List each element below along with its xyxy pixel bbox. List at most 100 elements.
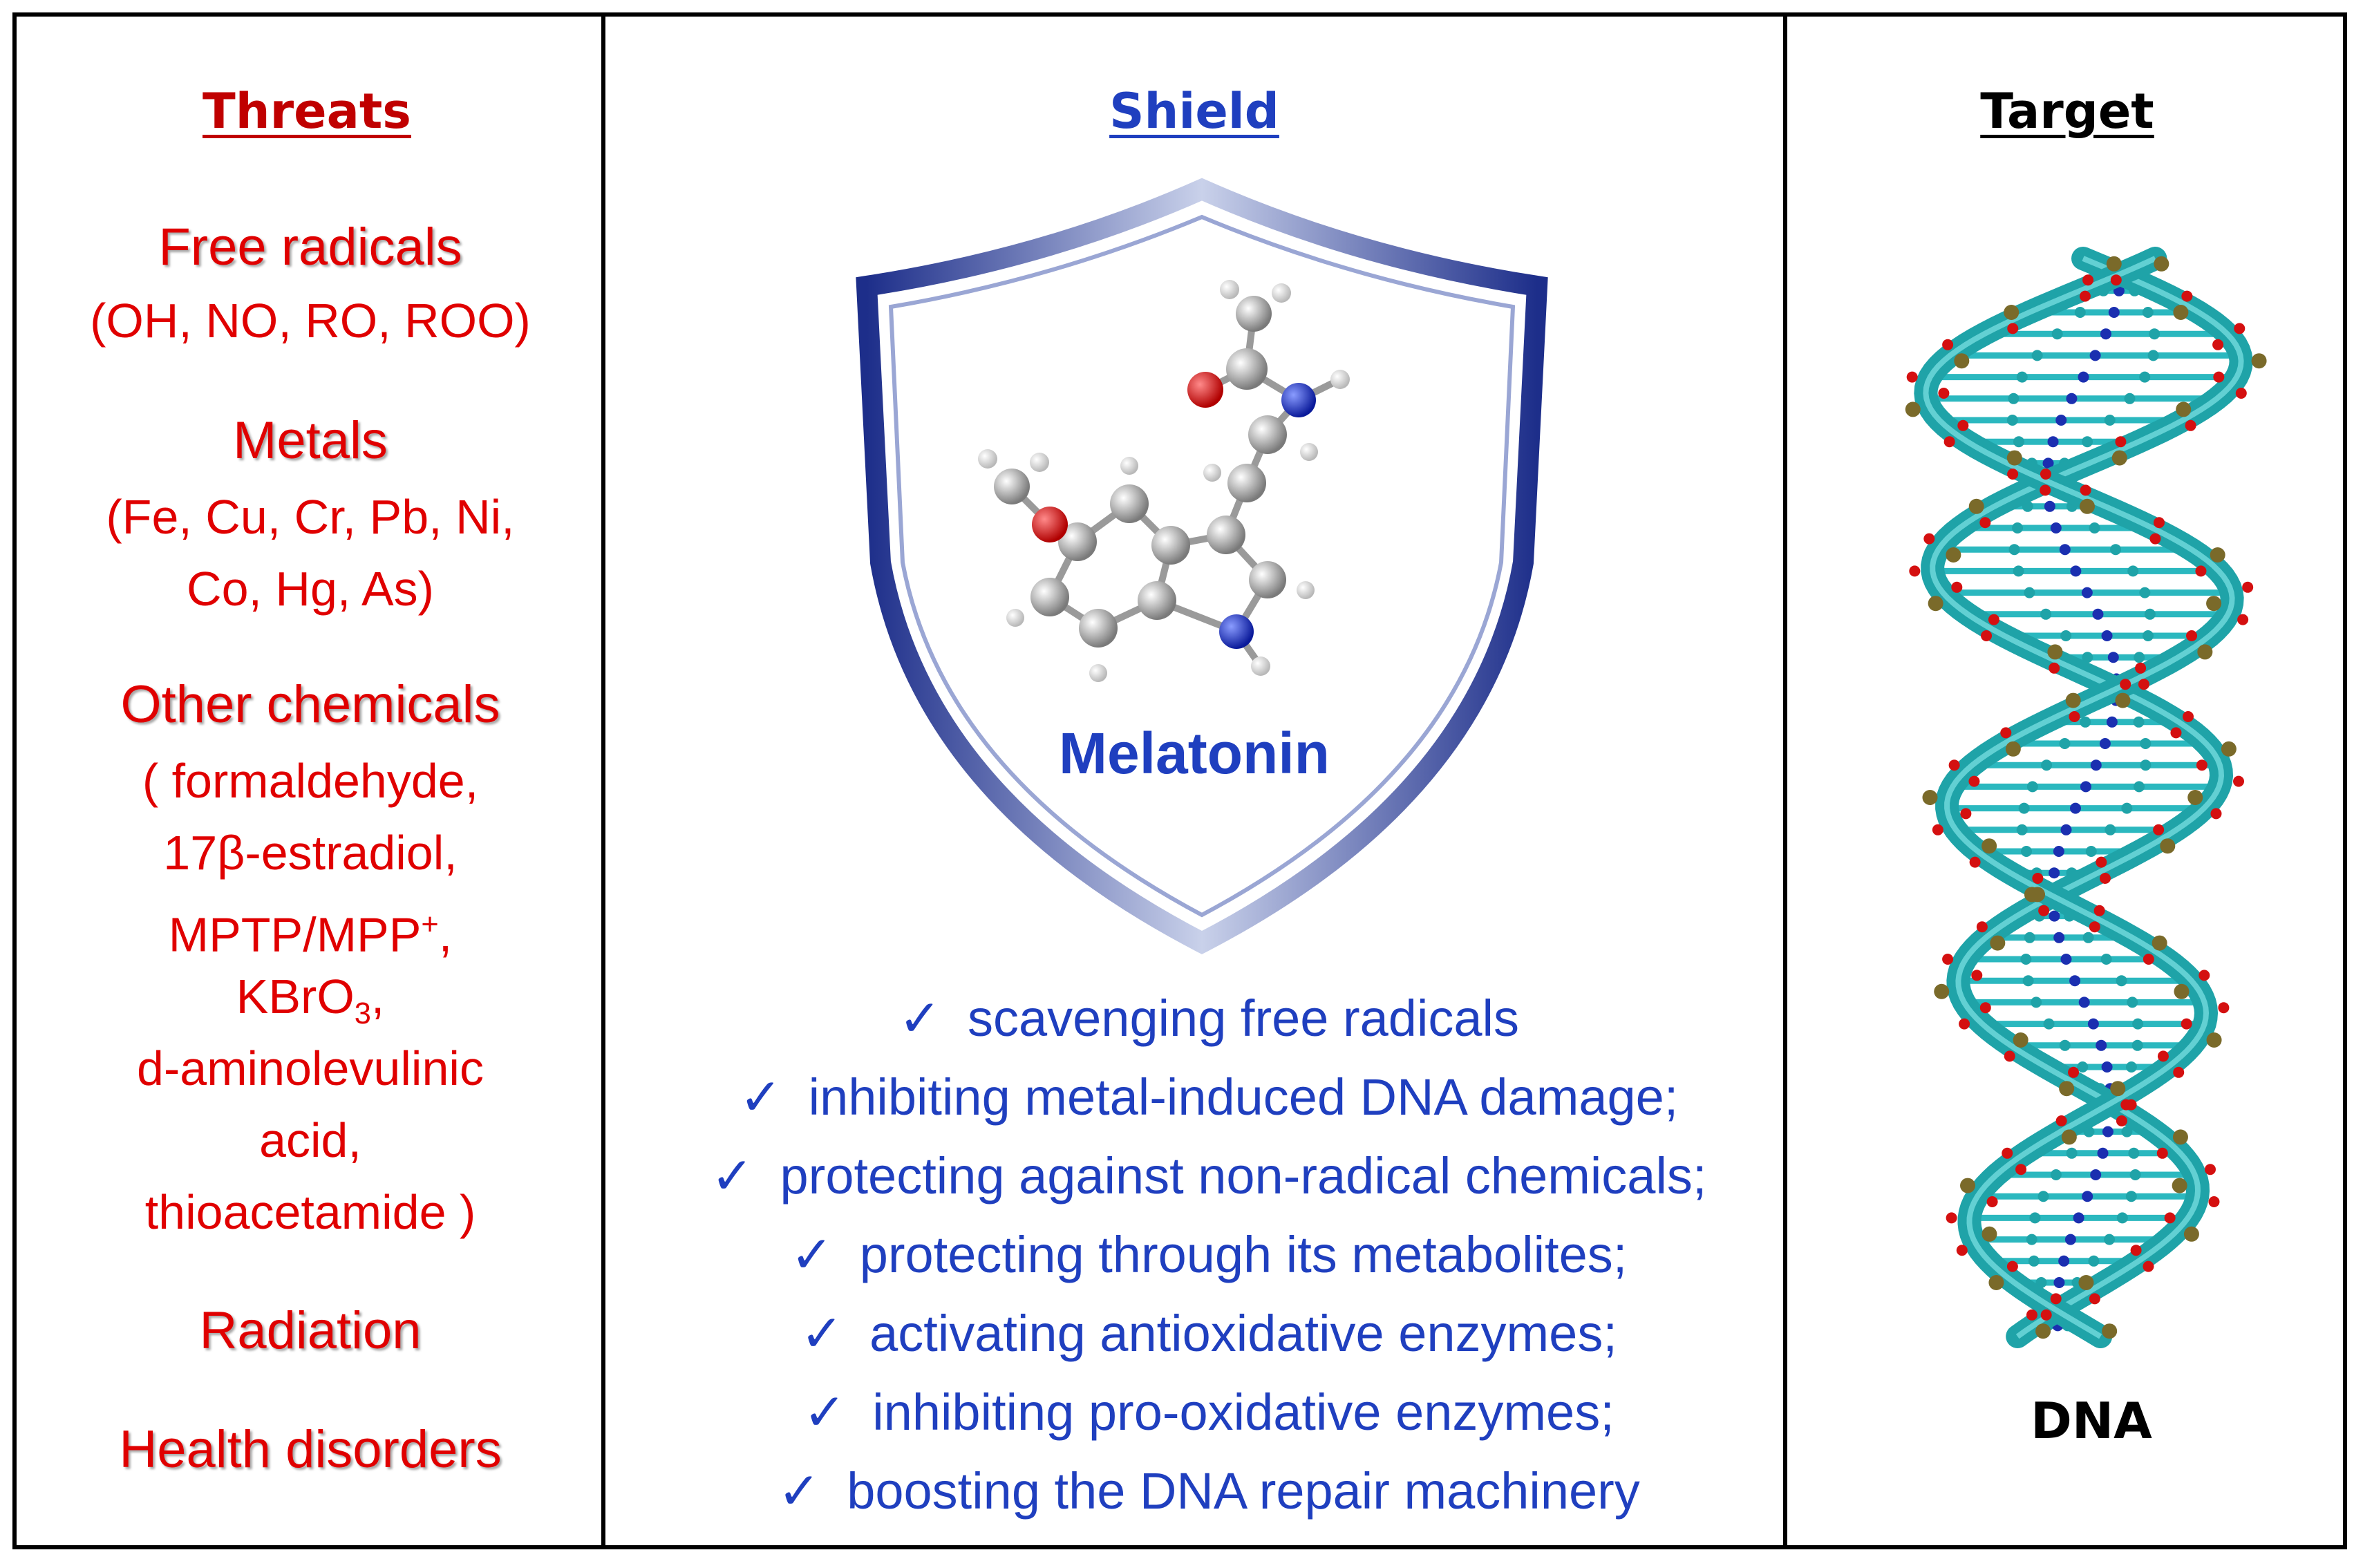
backbone-atom [2181, 1018, 2192, 1030]
threat-free-radicals: Free radicals [158, 218, 462, 276]
chem-mptp-sup: + [421, 908, 439, 941]
backbone-atom [2079, 290, 2091, 302]
column-divider-right [1783, 17, 1787, 1545]
base-atom [2081, 587, 2093, 598]
dna-label: DNA [2031, 1392, 2152, 1450]
threats-heading: Threats [203, 83, 411, 140]
base-atom [2059, 738, 2071, 749]
base-atom [2128, 1147, 2140, 1159]
base-atom [2139, 587, 2151, 598]
backbone-atom [2130, 1245, 2142, 1256]
backbone-atom [2079, 498, 2095, 514]
threat-other-chemicals: Other chemicals [120, 675, 500, 734]
backbone-atom [2005, 741, 2021, 757]
backbone-atom [2143, 954, 2154, 965]
backbone-atom [2185, 419, 2196, 431]
backbone-atom [2251, 353, 2267, 369]
dna-helix-graphic [1905, 247, 2267, 1348]
backbone-atom [2174, 983, 2190, 999]
backbone-atom [2110, 1081, 2126, 1097]
backbone-atom [1923, 533, 1935, 545]
backbone-atom [1957, 419, 1969, 431]
base-atom [2104, 415, 2116, 426]
backbone-atom [2061, 1129, 2077, 1145]
base-atom [2080, 716, 2091, 728]
base-atom [2024, 587, 2035, 598]
base-atom [2082, 436, 2093, 448]
chem-kbro-sub: 3 [354, 997, 371, 1030]
backbone-atom [1943, 436, 1955, 448]
base-atom [2108, 307, 2120, 318]
base-atom [2060, 824, 2072, 835]
base-atom [2100, 954, 2112, 965]
base-atom [2104, 1234, 2116, 1245]
base-atom [2100, 328, 2111, 340]
base-atom [2102, 1126, 2113, 1137]
mechanism-text: inhibiting pro-oxidative enzymes; [872, 1383, 1614, 1441]
backbone-atom [1976, 921, 1988, 933]
base-atom [2066, 393, 2078, 404]
base-atom [2101, 630, 2113, 641]
mechanism-item: ✓inhibiting metal-induced DNA damage; [618, 1059, 1800, 1135]
base-atom [2069, 802, 2081, 814]
shield-graphic [856, 178, 1548, 954]
base-atom [2125, 1191, 2137, 1202]
base-atom [2116, 975, 2127, 987]
backbone-atom [1969, 856, 1981, 868]
backbone-atom [2173, 1066, 2185, 1078]
threat-chem-line7: thioacetamide ) [144, 1185, 476, 1239]
threat-chem-line5: d-aminolevulinic [137, 1041, 484, 1095]
backbone-atom [2032, 873, 2044, 884]
target-heading: Target [1980, 83, 2154, 140]
base-atom [2142, 307, 2154, 318]
base-atom [2020, 954, 2032, 965]
backbone-atom [2183, 1226, 2199, 1242]
backbone-atom [1942, 339, 1954, 350]
base-atom [2121, 802, 2133, 814]
backbone-atom [1968, 498, 1984, 514]
backbone-atom [2172, 1129, 2188, 1145]
base-atom [2018, 802, 2030, 814]
base-atom [2121, 1126, 2133, 1137]
base-atom [2070, 565, 2082, 577]
base-atom [2016, 824, 2028, 835]
base-atom [2089, 522, 2100, 533]
backbone-atom [2089, 1293, 2100, 1305]
backbone-atom [2065, 692, 2081, 708]
base-atom [2041, 759, 2053, 771]
base-atom [2082, 652, 2093, 663]
backbone-atom [2237, 614, 2249, 625]
backbone-atom [1979, 1002, 1991, 1014]
base-atom [2013, 436, 2024, 448]
base-atom [2012, 522, 2024, 533]
backbone-atom [2172, 1178, 2187, 1193]
backbone-atom [1960, 808, 1972, 820]
chem-mptp-end: , [438, 907, 453, 962]
base-atom [2096, 1039, 2107, 1051]
base-atom [2044, 500, 2055, 512]
base-atom [2125, 1061, 2137, 1073]
backbone-atom [2206, 1032, 2222, 1048]
base-atom [2092, 608, 2104, 620]
threat-free-radicals-detail: (OH, NO, RO, ROO) [90, 294, 531, 348]
backbone-atom [2026, 1309, 2037, 1321]
base-atom [2116, 1212, 2128, 1224]
base-atom [2088, 1255, 2100, 1267]
base-atom [2082, 932, 2094, 943]
chem-kbro-end: , [370, 970, 385, 1023]
check-icon: ✓ [790, 1225, 834, 1285]
backbone-atom [2004, 1050, 2015, 1062]
mechanism-item: ✓protecting through its metabolites; [618, 1217, 1800, 1293]
base-atom [2016, 371, 2028, 383]
backbone-atom [1988, 614, 1999, 625]
backbone-atom [2221, 741, 2237, 757]
backbone-atom [2082, 274, 2094, 286]
base-atom [2022, 975, 2034, 987]
base-atom [2055, 415, 2067, 426]
base-atom [2099, 738, 2111, 749]
base-atom [2058, 1255, 2070, 1267]
backbone-atom [2218, 1002, 2230, 1014]
backbone-atom [2153, 824, 2165, 835]
base-atom [2082, 1191, 2093, 1202]
base-atom [2105, 824, 2116, 835]
